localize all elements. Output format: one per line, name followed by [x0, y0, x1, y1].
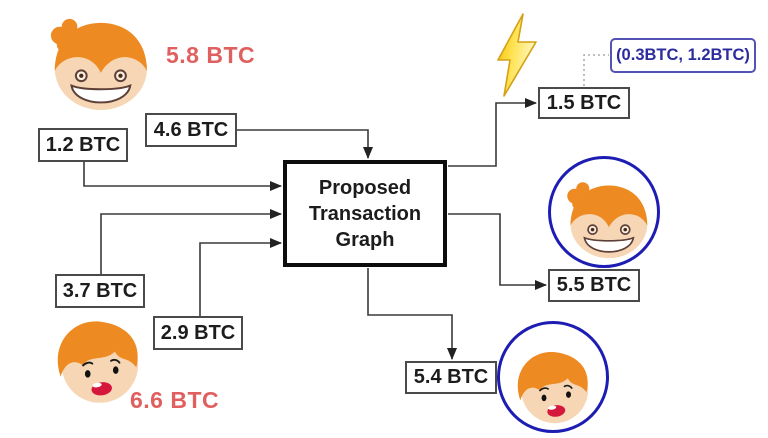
- lightning-bolt-icon: [497, 13, 537, 97]
- input-box-3-7-btc: 3.7 BTC: [55, 274, 145, 308]
- wire-input-2-9: [199, 238, 282, 316]
- split-note-box: (0.3BTC, 1.2BTC): [610, 38, 756, 73]
- center-node-title: Proposed Transaction Graph: [308, 176, 422, 251]
- recipient-boy-avatar-icon: [497, 321, 609, 433]
- output-box-5-5-btc: 5.5 BTC: [548, 269, 640, 302]
- proposed-transaction-graph-node: Proposed Transaction Graph: [283, 160, 447, 267]
- girl-balance-label: 5.8 BTC: [166, 42, 256, 68]
- wire-note-dotted: [583, 54, 609, 86]
- wire-output-5-5: [448, 213, 547, 290]
- wire-input-3-7: [100, 209, 282, 274]
- input-box-4-6-btc: 4.6 BTC: [145, 113, 237, 147]
- output-box-1-5-btc: 1.5 BTC: [538, 87, 630, 119]
- wire-output-1-5: [448, 98, 537, 167]
- input-box-1-2-btc: 1.2 BTC: [38, 128, 128, 162]
- wire-input-1-2: [83, 162, 282, 191]
- boy-balance-label: 6.6 BTC: [130, 387, 220, 413]
- recipient-girl-avatar-icon: [548, 156, 660, 268]
- output-box-5-4-btc: 5.4 BTC: [405, 361, 497, 394]
- wire-input-4-6: [237, 129, 373, 159]
- input-box-2-9-btc: 2.9 BTC: [153, 316, 243, 350]
- wire-output-5-4: [367, 268, 457, 360]
- girl-avatar-icon: [36, 14, 154, 112]
